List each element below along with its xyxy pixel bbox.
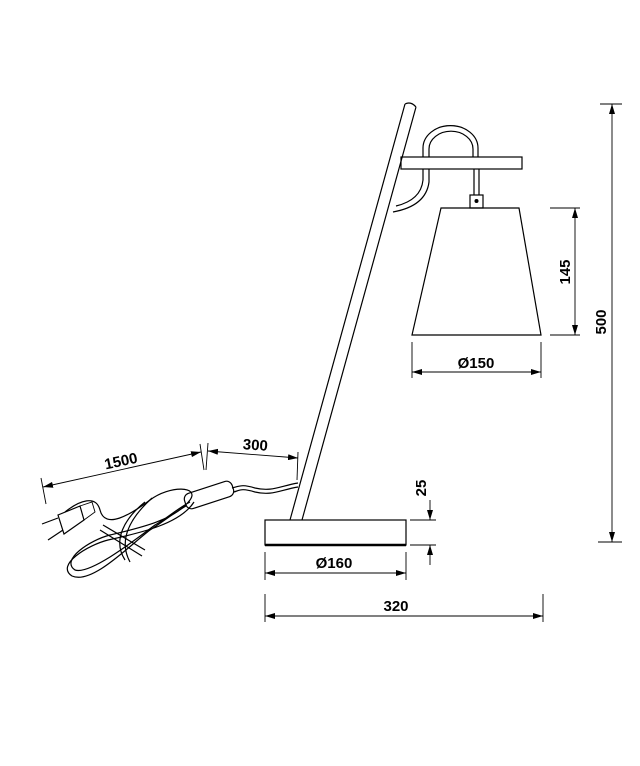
dim-300-label: 300 bbox=[242, 436, 268, 455]
power-cord bbox=[64, 482, 299, 578]
cord-switch bbox=[183, 480, 235, 510]
dimension-shade-diameter: Ø150 bbox=[411, 342, 542, 378]
dim-25-label: 25 bbox=[413, 480, 430, 497]
lamp-shade bbox=[411, 207, 542, 336]
lamp-base bbox=[264, 519, 407, 547]
dimension-cord-length: 1500 bbox=[40, 443, 205, 505]
dim-160-label: Ø160 bbox=[316, 555, 353, 572]
lamp-pole bbox=[289, 102, 417, 521]
dimension-total-height: 500 bbox=[593, 103, 622, 543]
dimension-base-diameter: Ø160 bbox=[264, 552, 407, 580]
dim-320-label: 320 bbox=[383, 598, 408, 615]
dimension-cord-to-switch: 300 bbox=[205, 436, 299, 481]
dim-150-label: Ø150 bbox=[458, 355, 495, 372]
dimension-shade-height: 145 bbox=[550, 207, 580, 336]
plug bbox=[41, 501, 96, 541]
dim-145-label: 145 bbox=[557, 259, 574, 284]
dim-500-label: 500 bbox=[593, 309, 610, 334]
dimension-total-width: 320 bbox=[264, 594, 544, 622]
lamp-arm bbox=[392, 124, 523, 213]
dimension-base-height: 25 bbox=[410, 480, 436, 565]
dim-1500-label: 1500 bbox=[103, 450, 139, 474]
